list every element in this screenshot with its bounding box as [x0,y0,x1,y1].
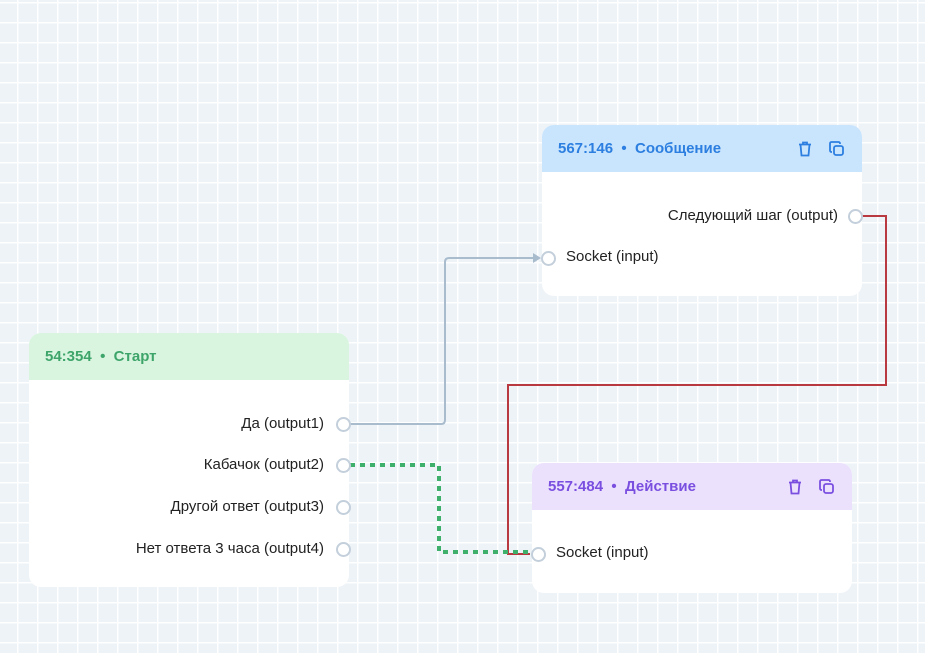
edge-message-action[interactable] [507,215,887,555]
input-socket[interactable] [541,251,556,266]
node-title: Старт [113,348,157,365]
output-socket[interactable] [848,209,863,224]
input-label: Socket (input) [556,544,649,561]
output-socket[interactable] [336,458,351,473]
node-id: 567:146 [558,140,614,157]
output-label: Другой ответ (output3) [170,498,324,515]
edge-start-action-dotted[interactable] [350,463,530,554]
separator: • [621,140,627,157]
separator: • [100,348,106,365]
output-label: Нет ответа 3 часа (output4) [135,540,324,557]
node-title: Действие [625,478,696,495]
output-socket[interactable] [336,542,351,557]
trash-icon[interactable] [786,478,804,496]
output-socket[interactable] [336,417,351,432]
separator: • [611,478,617,495]
node-id: 557:484 [548,478,604,495]
output-socket[interactable] [336,500,351,515]
output-label: Да (output1) [241,415,324,432]
edge-arrow [533,253,541,263]
output-label: Кабачок (output2) [203,456,324,473]
node-header[interactable]: 567:146 • Сообщение [542,125,862,172]
node-action[interactable]: 557:484 • Действие Socket (input) [532,463,852,593]
node-message[interactable]: 567:146 • Сообщение Следующий шаг (outpu… [542,125,862,296]
input-label: Socket (input) [566,248,659,265]
input-socket[interactable] [531,547,546,562]
copy-icon[interactable] [828,140,846,158]
output-label: Следующий шаг (output) [667,207,838,224]
node-start[interactable]: 54:354 • Старт Да (output1) Кабачок (out… [29,333,349,587]
edge-start-message[interactable] [349,257,534,425]
copy-icon[interactable] [818,478,836,496]
trash-icon[interactable] [796,140,814,158]
node-id: 54:354 [45,348,92,365]
node-header[interactable]: 557:484 • Действие [532,463,852,510]
node-title: Сообщение [635,140,722,157]
node-header[interactable]: 54:354 • Старт [29,333,349,380]
